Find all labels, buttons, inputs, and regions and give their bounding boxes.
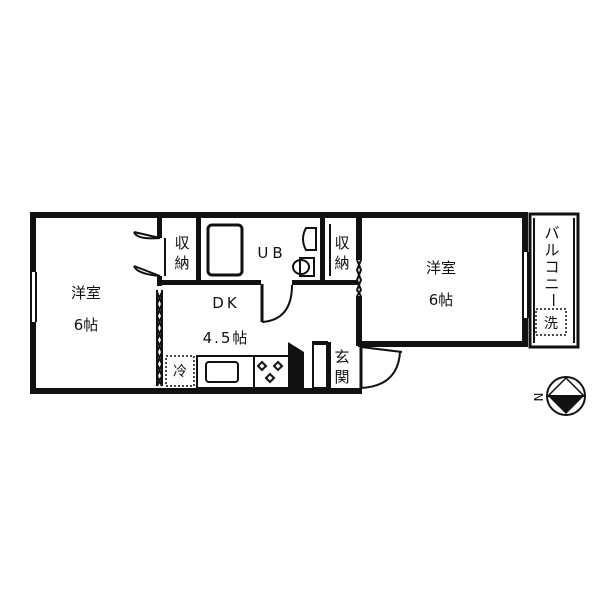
storage-left-line2: 納 xyxy=(174,254,189,272)
western-room-left-name: 洋室 xyxy=(71,284,101,302)
bathtub xyxy=(206,223,244,277)
ub-door xyxy=(260,284,293,323)
balcony-char-2: ル xyxy=(544,241,559,259)
western-room-right-name: 洋室 xyxy=(426,259,456,277)
closet-door-left xyxy=(133,231,166,277)
sink xyxy=(302,227,317,251)
ub-label: UB xyxy=(257,244,286,262)
compass-north-label: N xyxy=(532,393,546,402)
storage-right-line1: 収 xyxy=(334,234,349,252)
balcony-char-5: ー xyxy=(544,292,562,307)
interior-walls xyxy=(157,218,362,390)
compass-icon xyxy=(546,376,586,416)
balcony-char-3: コ xyxy=(544,258,559,276)
balcony-char-4: ニ xyxy=(544,275,559,293)
dk-name: DK xyxy=(212,294,239,312)
western-room-right-size: 6帖 xyxy=(429,291,454,309)
western-room-left-size: 6帖 xyxy=(74,316,99,334)
balcony-char-1: バ xyxy=(544,224,559,242)
outer-walls xyxy=(30,212,528,394)
shoe-cabinet xyxy=(288,342,304,388)
storage-left-line1: 収 xyxy=(174,234,189,252)
kitchen-counter xyxy=(196,355,290,389)
toilet xyxy=(292,257,315,277)
storage-right-line2: 納 xyxy=(334,254,349,272)
entrance-line2: 関 xyxy=(334,368,349,386)
sliding-door-right-room xyxy=(355,259,363,297)
window-left xyxy=(30,272,37,322)
fridge-label: 冷 xyxy=(173,364,187,380)
stove-icon xyxy=(256,360,284,384)
balcony xyxy=(528,212,580,349)
fridge-space xyxy=(165,355,195,387)
sliding-door-left-room xyxy=(155,290,164,387)
entrance-line1: 玄 xyxy=(334,348,349,366)
entrance-door xyxy=(359,346,403,389)
window-right xyxy=(522,252,529,318)
dk-size: 4.5帖 xyxy=(203,329,250,347)
washer-label: 洗 xyxy=(544,316,558,332)
